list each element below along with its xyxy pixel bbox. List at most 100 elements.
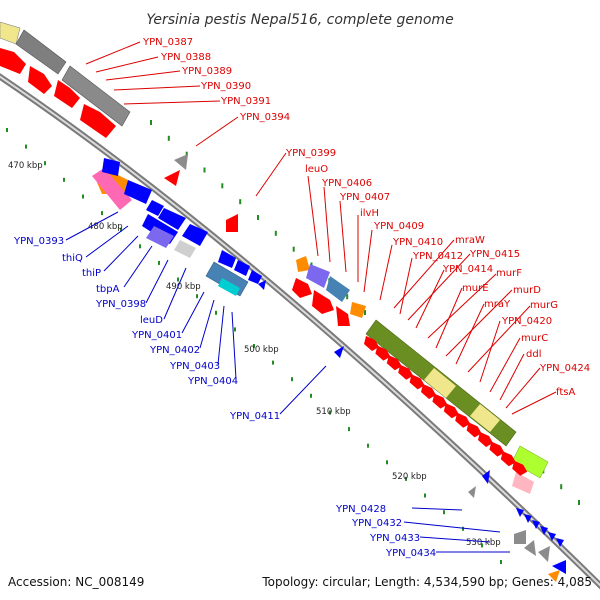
cds-arrow (468, 486, 476, 498)
track-dot (329, 410, 331, 415)
gene-label: YPN_0403 (169, 361, 220, 372)
cds-arrow (80, 104, 116, 138)
cds-arrow (218, 250, 236, 268)
track-dot (177, 277, 179, 282)
gene-block (15, 29, 67, 75)
gene-label: YPN_0398 (95, 299, 146, 310)
cds-arrow (28, 66, 52, 94)
scale-tick: 530 kbp (466, 538, 501, 548)
cds-arrow (500, 451, 516, 467)
gene-label: YPN_0409 (373, 221, 424, 232)
cds-arrow (524, 514, 532, 523)
track-dot (215, 310, 217, 315)
cds-arrow (158, 208, 186, 230)
gene-label: YPN_0402 (149, 345, 200, 356)
track-dot (272, 360, 274, 365)
cds-arrow (409, 374, 425, 390)
gene-block (92, 168, 132, 210)
tick-dot-tracks (6, 120, 580, 564)
cds-arrow (336, 306, 350, 326)
gene-label: leuD (140, 315, 163, 326)
leader-lines (85, 41, 557, 415)
gene-label: ftsA (556, 387, 575, 398)
gene-label: murF (496, 268, 522, 279)
gene-block (306, 264, 330, 288)
gene-block (326, 276, 350, 302)
track-dot (239, 199, 242, 205)
gene-label: YPN_0404 (187, 376, 238, 387)
gene-block (470, 404, 500, 432)
map-title: Yersinia pestis Nepal516, complete genom… (146, 12, 453, 28)
gene-block (0, 21, 21, 45)
scale-ticks: 470 kbp 480 kbp 490 kbp 500 kbp 510 kbp … (8, 161, 501, 548)
track-dot (6, 128, 8, 132)
track-dot (310, 393, 312, 398)
track-dot (139, 244, 141, 249)
cds-arrow (421, 384, 436, 399)
forward-labels: YPN_0387 YPN_0388 YPN_0389 YPN_0390 YPN_… (85, 37, 590, 415)
gene-block (511, 445, 549, 479)
gene-block (514, 530, 526, 544)
gene-label: YPN_0434 (385, 548, 436, 559)
gene-label: YPN_0424 (539, 363, 590, 374)
track-dot (25, 144, 27, 149)
track-dot (292, 246, 295, 252)
track-dot (367, 443, 369, 448)
track-dot (63, 177, 65, 182)
track-dot (158, 260, 160, 265)
cds-arrow (182, 224, 208, 246)
track-dot (44, 161, 46, 166)
cds-arrow (482, 470, 490, 484)
gene-label: mraW (455, 235, 485, 246)
cds-arrow (164, 170, 180, 186)
cds-arrow (516, 508, 524, 517)
cds-arrow (234, 260, 250, 276)
cds-arrow (54, 80, 80, 108)
cds-arrow (532, 520, 540, 529)
gene-label: YPN_0428 (335, 504, 386, 515)
track-dot (500, 560, 502, 564)
scale-tick: 520 kbp (392, 472, 427, 482)
gene-block (350, 302, 366, 318)
track-dot (364, 310, 366, 315)
cds-arrow (364, 336, 379, 351)
gene-label: YPN_0414 (442, 264, 493, 275)
gene-label: thiQ (62, 253, 83, 264)
track-dot (578, 500, 580, 505)
cds-arrow (146, 200, 164, 216)
gene-label: YPN_0389 (181, 66, 232, 77)
track-dot (253, 344, 255, 348)
gene-label: YPN_0391 (220, 96, 271, 107)
gene-block (146, 226, 174, 248)
track-dot (120, 227, 122, 232)
cds-arrow (432, 393, 448, 409)
scale-tick: 490 kbp (166, 282, 201, 292)
gene-label: YPN_0411 (229, 411, 280, 422)
gene-block (218, 278, 240, 296)
gene-label: mraY (484, 299, 511, 310)
track-dot (82, 194, 84, 199)
gene-label: YPN_0394 (239, 112, 290, 123)
track-dot (221, 183, 224, 189)
gene-label: murG (530, 300, 558, 311)
gene-label: YPN_0420 (501, 316, 552, 327)
track-dot (203, 167, 206, 173)
track-dot (150, 120, 152, 125)
cds-arrow (455, 412, 471, 428)
scale-tick: 470 kbp (8, 161, 43, 171)
gene-block (512, 472, 534, 494)
gene-label: YPN_0407 (339, 192, 390, 203)
track-dot (257, 215, 259, 220)
gene-label: thiP (82, 268, 101, 279)
cds-arrow (512, 460, 528, 476)
gene-block (424, 368, 456, 398)
gene-label: YPN_0399 (285, 148, 336, 159)
cds-arrow (258, 280, 266, 290)
track-dot (346, 294, 349, 300)
gene-label: YPN_0390 (200, 81, 251, 92)
forward-feature-track (0, 21, 549, 494)
track-dot (185, 151, 188, 157)
gene-label: YPN_0433 (369, 533, 420, 544)
cds-arrow (489, 441, 505, 457)
gene-label: YPN_0388 (160, 52, 211, 63)
